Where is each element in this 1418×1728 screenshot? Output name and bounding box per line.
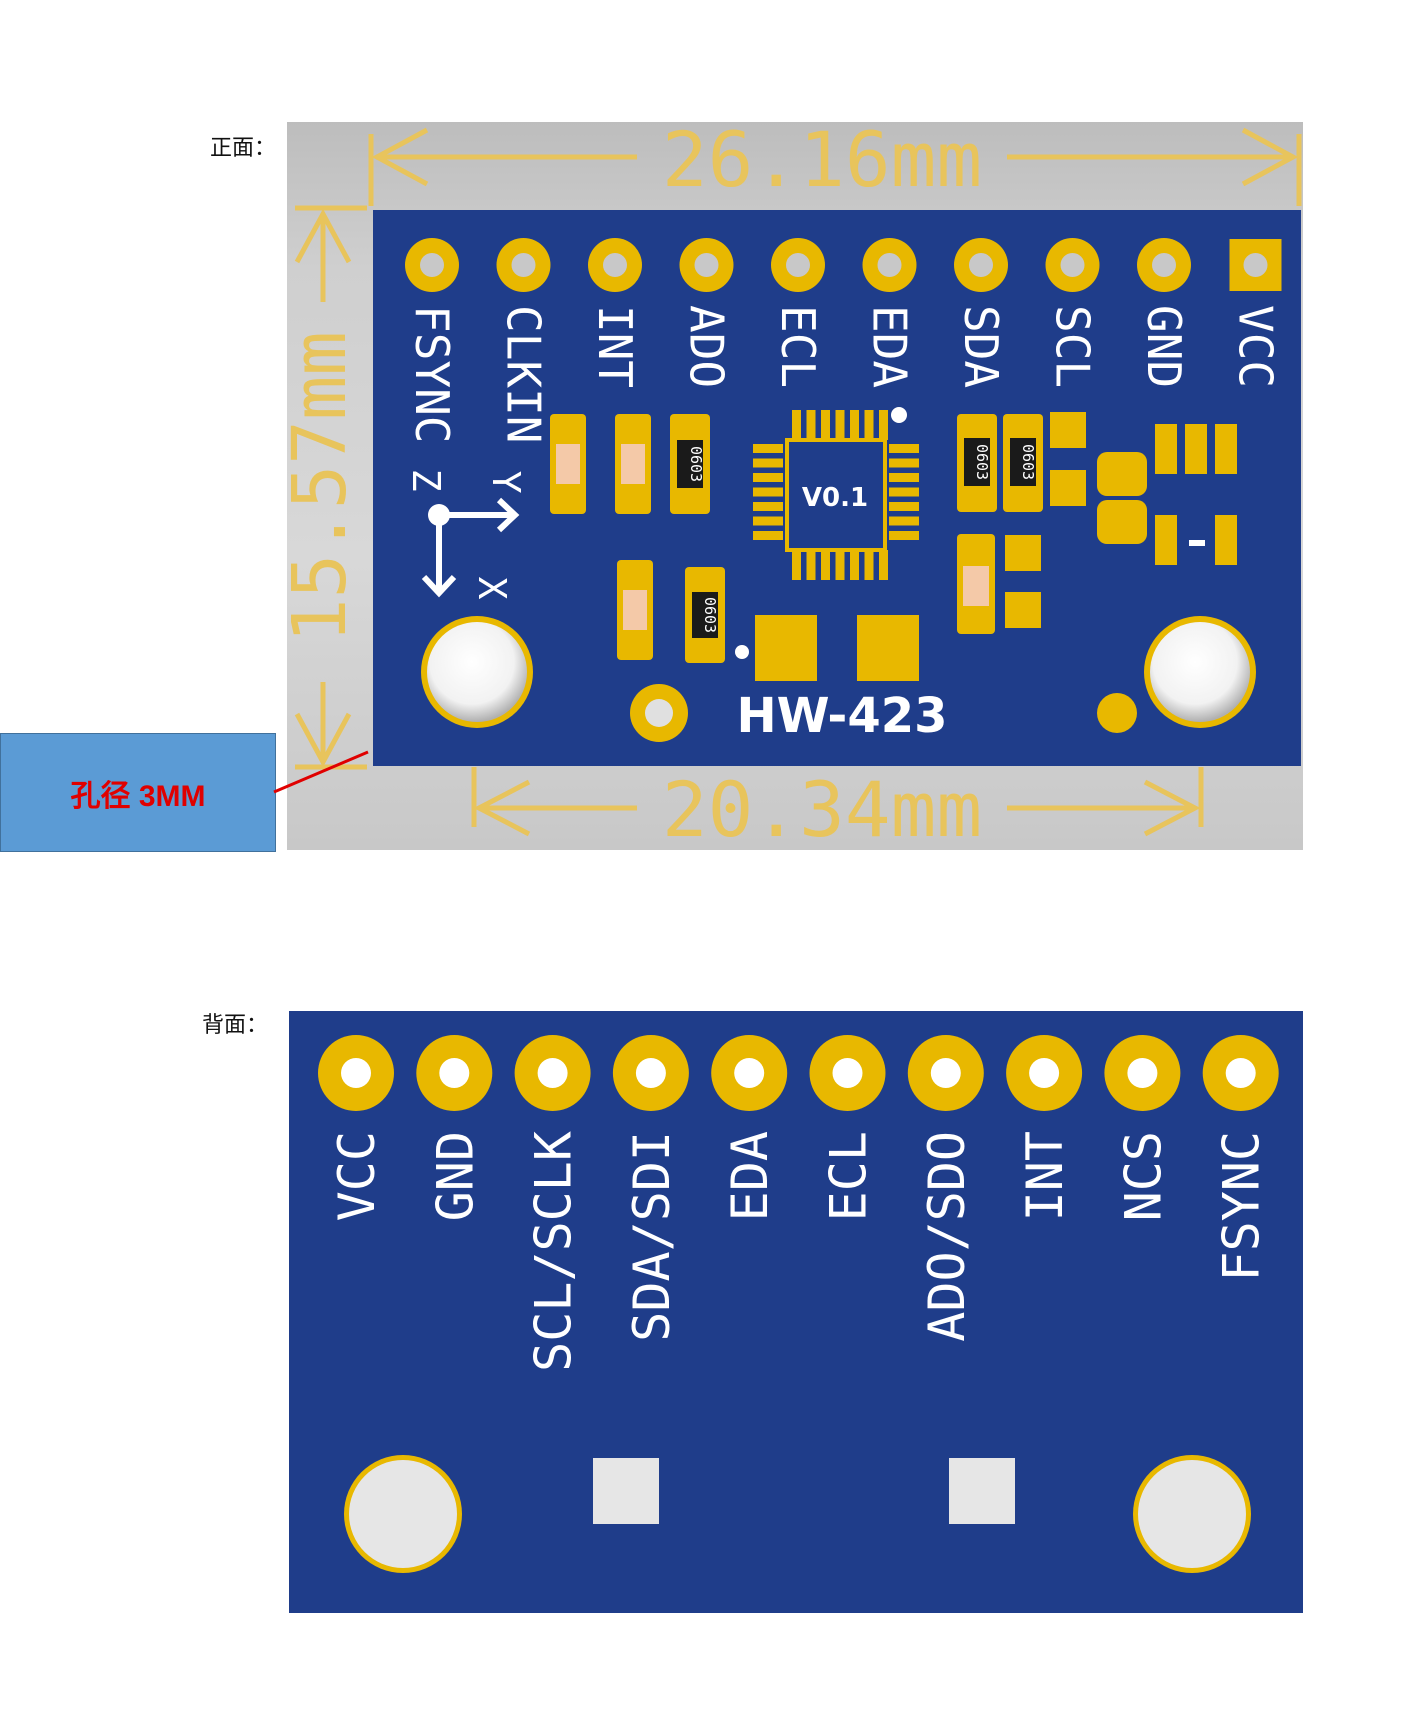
front-pin-header: FSYNC CLKIN INT ADO ECL EDA SDA SCL GND VCC (405, 238, 1283, 443)
resistor-r1-code: 0603 (687, 446, 705, 482)
ic-chip: V0.1 (753, 407, 919, 580)
back-pin-ncs: NCS (1104, 1035, 1181, 1221)
front-pin-int: INT (588, 238, 642, 388)
resistor-r1: 0603 (670, 414, 710, 514)
front-pin-label: INT (588, 305, 642, 388)
resistor-r3-code: 0603 (973, 444, 991, 480)
front-pin-ecl: ECL (771, 238, 825, 388)
back-square-pad-left (593, 1458, 659, 1524)
callout-leader-line (273, 750, 369, 794)
capacitor-c2 (615, 414, 651, 514)
axis-y-label: Y (484, 471, 528, 494)
back-pin-label: NCS (1114, 1131, 1172, 1221)
back-pin-int: INT (1006, 1035, 1083, 1221)
back-view: VCC GND SCL/SCLK SDA/SDI EDA ECL ADO/SDO INT NCS… (289, 1011, 1303, 1613)
hole-spacing-dimension: 20.34mm (471, 765, 1204, 850)
front-pin-gnd: GND (1137, 238, 1191, 388)
axis-z-label: Z (404, 469, 448, 492)
back-pin-header: VCC GND SCL/SCLK SDA/SDI EDA ECL ADO/SDO INT NCS… (318, 1035, 1279, 1372)
back-pin-label: FSYNC (1213, 1131, 1271, 1282)
front-pin-label: ADO (680, 305, 734, 388)
back-pin-label: VCC (328, 1131, 386, 1221)
back-pin-label: SDA/SDI (623, 1131, 681, 1342)
front-pin-label: ECL (771, 305, 825, 388)
dim-hole-spacing-label: 20.34mm (662, 765, 982, 850)
front-pin-label: VCC (1229, 305, 1283, 388)
front-board-diagram: 26.16mm 15.57mm 20.34mm FSYNC CLKIN INT ADO… (287, 122, 1302, 850)
back-pin-label: ECL (820, 1131, 878, 1221)
dim-width-label: 26.16mm (662, 122, 982, 204)
front-pin-sda: SDA (954, 238, 1008, 388)
front-pin-label: FSYNC (405, 305, 459, 443)
back-pin-label: ADO/SDO (918, 1131, 976, 1342)
axis-x-label: X (470, 577, 514, 600)
capacitor-c3 (617, 560, 653, 660)
back-pin-label: GND (426, 1131, 484, 1221)
front-pin-fsync: FSYNC (405, 238, 459, 443)
front-side-label: 正面： (210, 136, 277, 161)
back-square-pad-right (949, 1458, 1015, 1524)
front-pin-label: SCL (1046, 305, 1100, 388)
back-pin-label: INT (1016, 1131, 1074, 1221)
resistor-r4: 0603 (1003, 414, 1043, 512)
front-pin-clkin: CLKIN (496, 238, 551, 443)
back-pin-ado-sdo: ADO/SDO (907, 1035, 984, 1342)
dim-height-label: 15.57mm (287, 331, 363, 643)
back-pin-vcc: VCC (318, 1035, 394, 1221)
back-pin-scl-sclk: SCL/SCLK (514, 1035, 591, 1372)
width-dimension: 26.16mm (368, 122, 1302, 206)
board-name: HW-423 (736, 688, 947, 744)
front-pin-vcc: VCC (1229, 239, 1283, 388)
resistor-r2-code: 0603 (701, 597, 719, 633)
smd-components: 0603 0603 V0.1 0603 0603 (550, 407, 1237, 681)
axis-indicator: Z Y X (404, 469, 528, 600)
chip-version: V0.1 (802, 483, 868, 513)
back-pin-sda-sdi: SDA/SDI (612, 1035, 689, 1342)
capacitor-c4 (957, 534, 995, 634)
back-pin-label: SCL/SCLK (525, 1131, 583, 1372)
back-pin-ecl: ECL (809, 1035, 886, 1221)
front-pin-eda: EDA (862, 238, 917, 388)
back-pin-fsync: FSYNC (1202, 1035, 1279, 1282)
capacitor-c1 (550, 414, 586, 514)
back-pin-eda: EDA (711, 1035, 788, 1221)
mounting-holes (421, 616, 1256, 742)
front-pin-label: EDA (863, 305, 917, 388)
resistor-r3: 0603 (957, 414, 997, 512)
back-mounting-holes (344, 1455, 1251, 1573)
back-board-diagram: VCC GND SCL/SCLK SDA/SDI EDA ECL ADO/SDO INT NCS… (318, 1035, 1279, 1573)
height-dimension: 15.57mm (287, 205, 367, 770)
hole-diameter-callout: 孔径 3MM (0, 733, 276, 852)
back-side-label: 背面： (202, 1013, 269, 1038)
front-pin-label: SDA (954, 305, 1008, 388)
front-pin-label: CLKIN (497, 305, 551, 443)
front-pin-ado: ADO (679, 238, 734, 388)
front-view: 26.16mm 15.57mm 20.34mm FSYNC CLKIN INT ADO… (287, 122, 1303, 850)
back-pin-gnd: GND (416, 1035, 493, 1221)
front-pin-scl: SCL (1045, 238, 1100, 388)
resistor-r2: 0603 (685, 567, 725, 663)
resistor-r4-code: 0603 (1019, 444, 1037, 480)
front-pin-label: GND (1137, 305, 1191, 388)
back-pin-label: EDA (721, 1131, 779, 1221)
